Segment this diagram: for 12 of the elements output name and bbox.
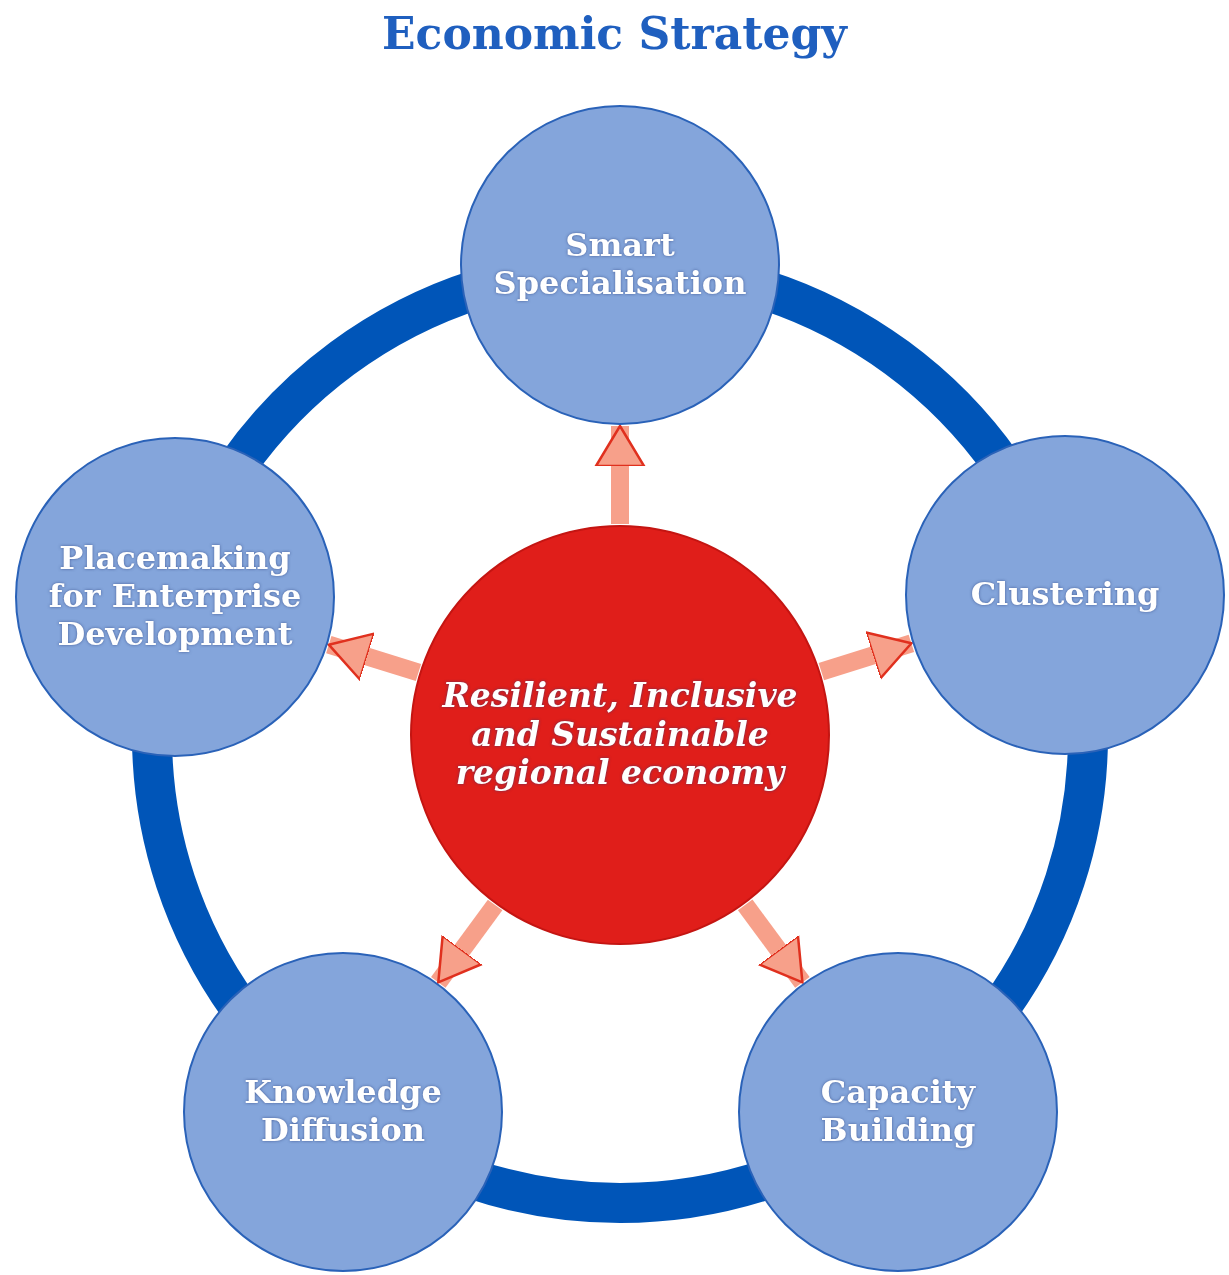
strategy-circle: Smart Specialisation (460, 105, 780, 425)
diagram-title: Economic Strategy (381, 8, 849, 59)
arrow (818, 631, 915, 681)
strategy-circle: Placemaking for Enterprise Development (15, 437, 335, 757)
arrow (326, 632, 422, 682)
arrow (594, 424, 646, 524)
strategy-circle: Knowledge Diffusion (183, 952, 503, 1272)
strategy-circle: Clustering (905, 435, 1225, 755)
goal-circle: Resilient, Inclusive and Sustainable regional economy (410, 525, 830, 945)
arrow (431, 899, 503, 988)
strategy-circle: Capacity Building (738, 952, 1058, 1272)
arrow (737, 899, 810, 988)
